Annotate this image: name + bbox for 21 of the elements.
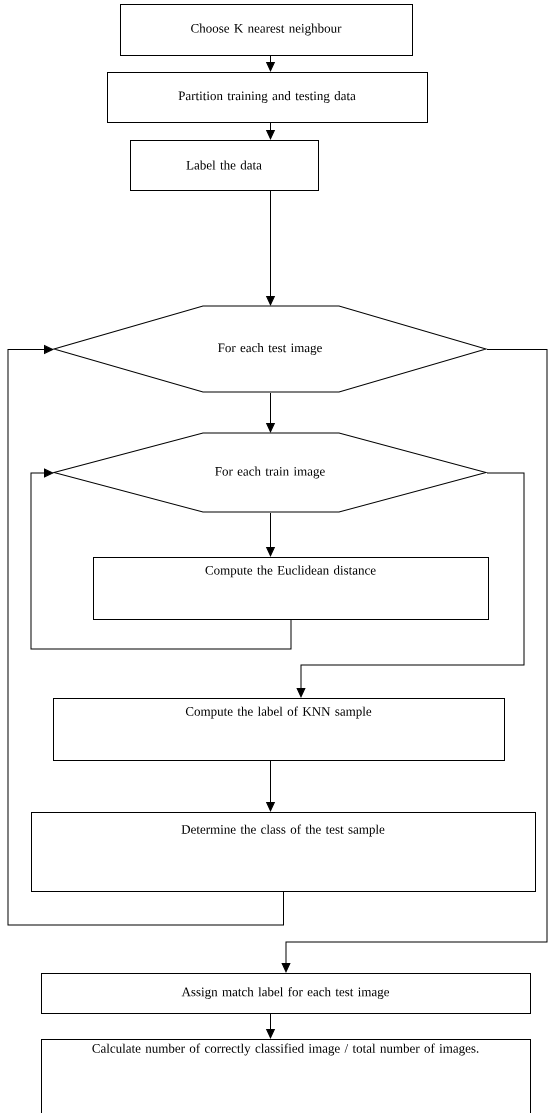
process-box: Partition training and testing data	[107, 72, 428, 123]
process-box: Choose K nearest neighbour	[120, 4, 413, 56]
arrow	[296, 472, 525, 698]
loop-hexagon: For each test image	[53, 305, 487, 393]
arrow	[266, 392, 275, 433]
arrow	[266, 190, 275, 306]
arrow	[266, 512, 275, 557]
arrow	[281, 349, 548, 973]
process-box: Determine the class of the test sample	[31, 812, 536, 892]
arrow	[266, 122, 275, 140]
arrow	[7, 345, 284, 926]
process-box: Compute the label of KNN sample	[53, 698, 505, 761]
arrow	[30, 468, 292, 650]
process-box: Assign match label for each test image	[41, 973, 531, 1014]
arrow	[266, 55, 275, 72]
process-box: Calculate number of correctly classified image / total number of images.	[41, 1039, 531, 1113]
arrow	[266, 1013, 275, 1039]
process-box: Label the data	[130, 140, 319, 191]
loop-hexagon: For each train image	[53, 432, 487, 513]
arrow	[266, 760, 275, 812]
process-box: Compute the Euclidean distance	[93, 557, 489, 620]
